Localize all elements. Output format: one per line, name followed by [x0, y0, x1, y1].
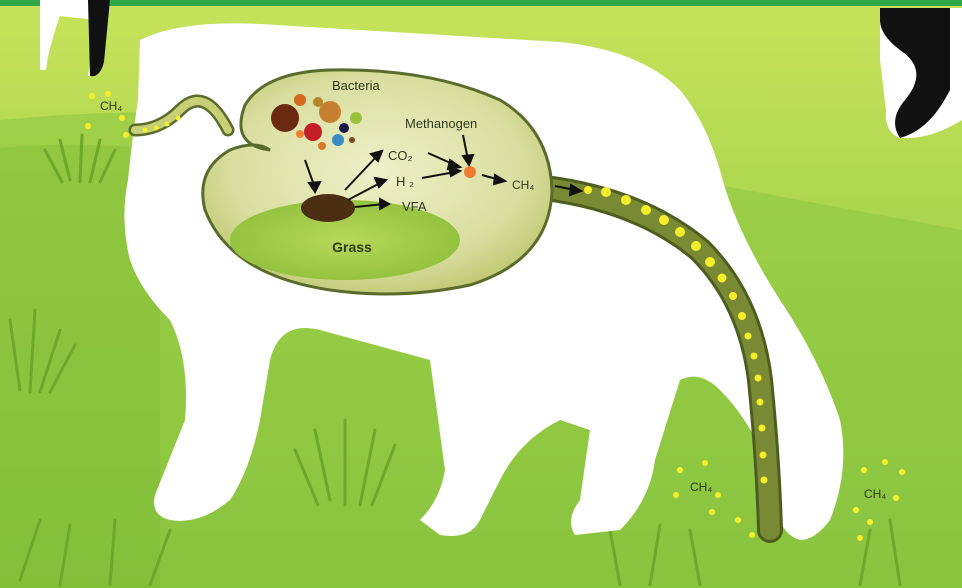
h2-label: H ₂ [396, 174, 414, 189]
gas-bubble [745, 333, 752, 340]
ch4-mouth-label: CH₄ [100, 99, 122, 113]
methanogen-label: Methanogen [405, 116, 477, 131]
gas-bubble [176, 116, 181, 121]
gas-bubble [702, 460, 708, 466]
ch4-stomach-label: CH₄ [512, 178, 534, 192]
gas-bubble [761, 477, 768, 484]
gas-bubble [899, 469, 905, 475]
gas-bubble [755, 375, 762, 382]
gas-bubble [759, 425, 766, 432]
gas-bubble [738, 312, 746, 320]
gas-bubble [882, 459, 888, 465]
gas-bubble [89, 93, 95, 99]
gas-bubble [749, 532, 755, 538]
gas-bubble [123, 132, 129, 138]
methanogen-dot [464, 166, 476, 178]
gas-bubble [119, 115, 125, 121]
food-mass [301, 194, 355, 222]
gas-bubble [757, 399, 764, 406]
gas-bubble [675, 227, 685, 237]
gas-bubble [718, 274, 727, 283]
gas-bubble [715, 492, 721, 498]
gas-bubble [621, 195, 631, 205]
gas-bubble [867, 519, 873, 525]
gas-bubble [735, 517, 741, 523]
gas-bubble [673, 492, 679, 498]
gas-bubble [861, 467, 867, 473]
gas-bubble [691, 241, 701, 251]
top-border [0, 0, 962, 6]
gas-bubble [659, 215, 669, 225]
gas-bubble [760, 452, 767, 459]
gas-bubble [709, 509, 715, 515]
vfa-label: VFA [402, 199, 427, 214]
gas-bubble [677, 467, 683, 473]
gas-bubble [641, 205, 651, 215]
co2-label: CO₂ [388, 148, 413, 163]
gas-bubble [601, 187, 611, 197]
gas-bubble [154, 126, 159, 131]
gas-bubble [705, 257, 715, 267]
gas-bubble [165, 122, 170, 127]
gas-bubble [105, 91, 111, 97]
gas-bubble [857, 535, 863, 541]
gas-bubble [751, 353, 758, 360]
grass-label: Grass [332, 239, 372, 255]
gas-bubble [85, 123, 91, 129]
gas-bubble [729, 292, 737, 300]
gas-bubble [143, 128, 148, 133]
bacteria-label: Bacteria [332, 78, 380, 93]
gas-bubble [853, 507, 859, 513]
gas-bubble [584, 186, 592, 194]
ch4-ground-left-label: CH₄ [690, 480, 712, 494]
gas-bubble [893, 495, 899, 501]
ch4-ground-right-label: CH₄ [864, 487, 886, 501]
